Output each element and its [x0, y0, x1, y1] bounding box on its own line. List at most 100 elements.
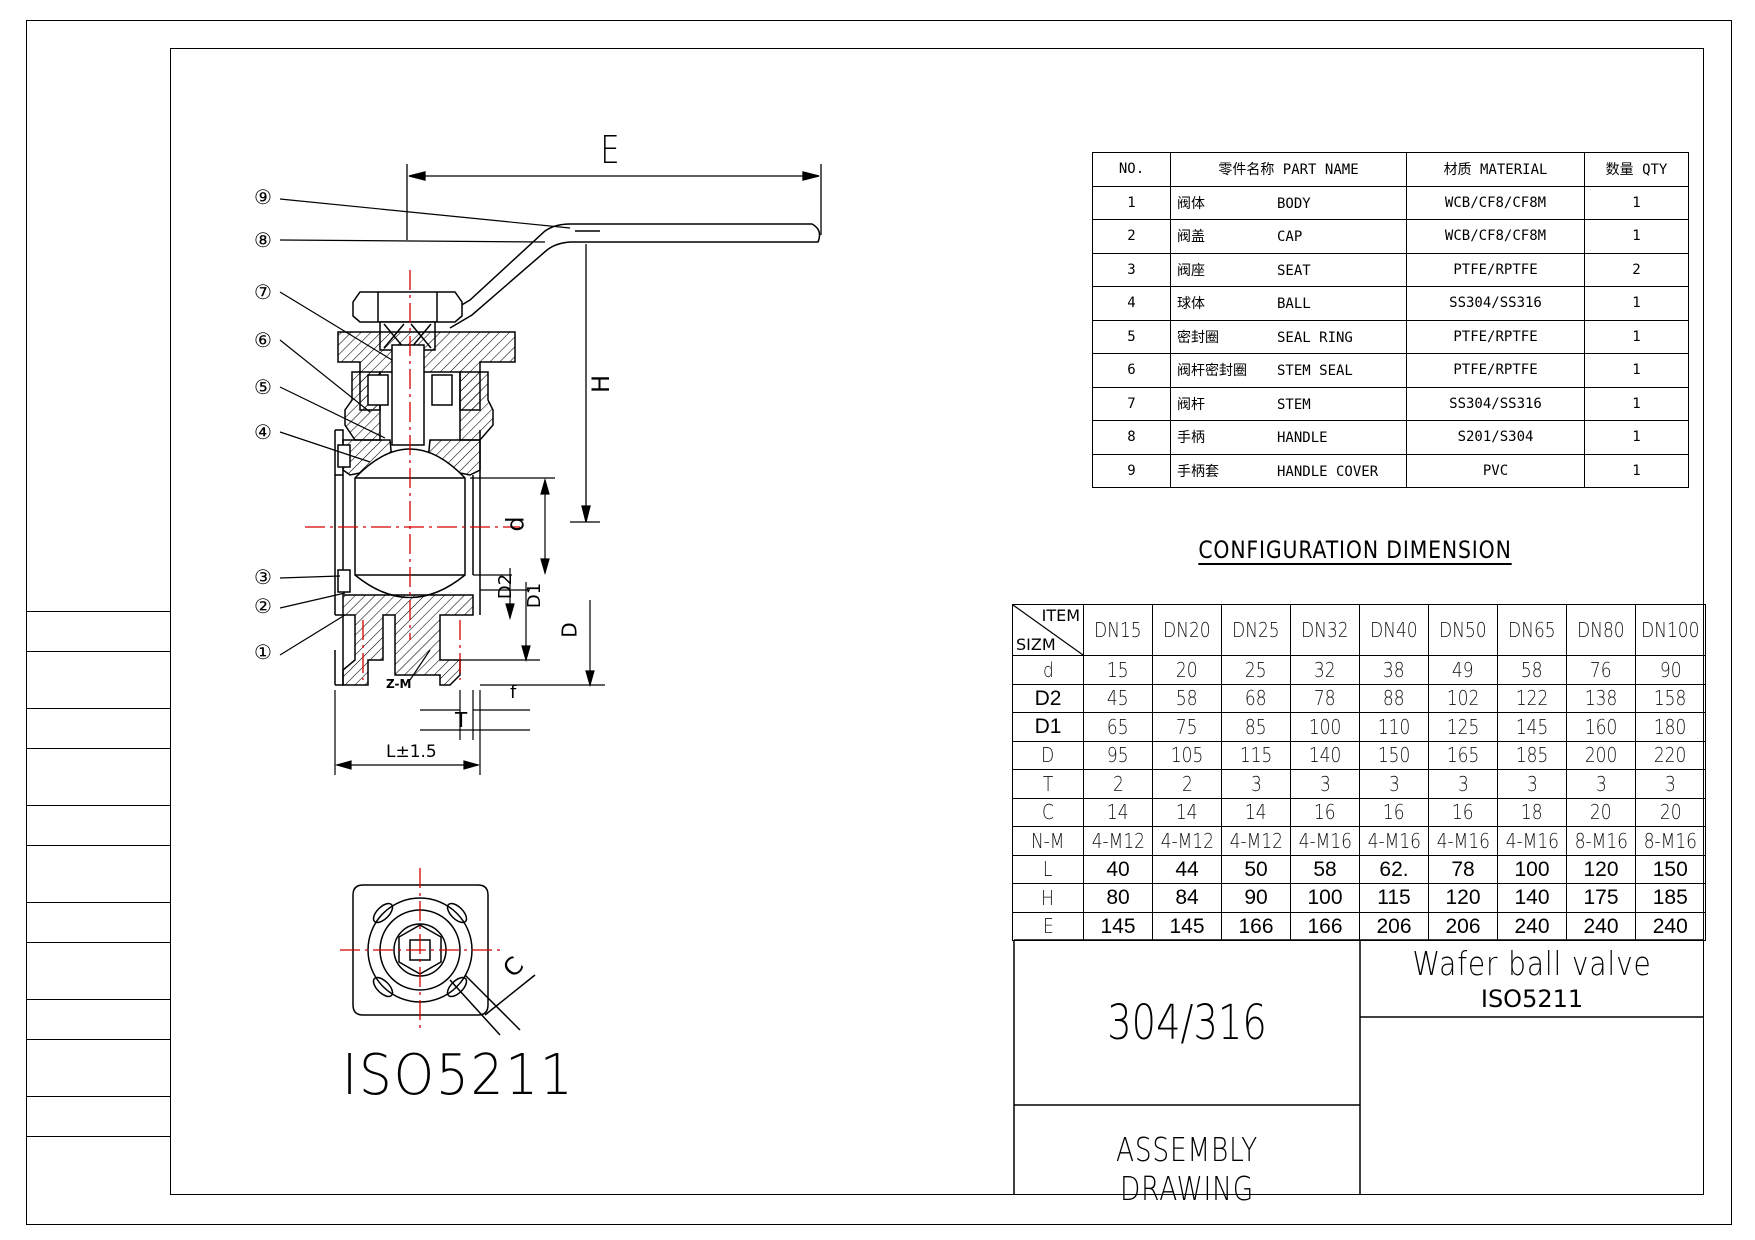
- dimension-value: 102: [1428, 683, 1498, 713]
- balloon-6: ⑥: [254, 328, 272, 352]
- dimension-value: 84: [1152, 883, 1222, 913]
- dimension-value-text: 185: [1515, 743, 1549, 768]
- header-no: NO.: [1092, 152, 1171, 187]
- label-f: f: [510, 682, 517, 703]
- dimension-value: 44: [1152, 854, 1222, 884]
- dimension-value-text: 15: [1107, 657, 1129, 682]
- dimension-value: 68: [1221, 683, 1291, 713]
- dimension-value-text: 16: [1314, 800, 1336, 825]
- part-material: PVC: [1406, 453, 1585, 488]
- part-name-en: HANDLE: [1277, 430, 1328, 447]
- dimension-value: 20: [1152, 655, 1222, 685]
- balloon-3: ③: [254, 565, 272, 589]
- header-part-name: 零件名称 PART NAME: [1170, 152, 1407, 187]
- dimension-value-text: 110: [1377, 714, 1411, 739]
- dimension-value: 3: [1428, 769, 1498, 799]
- dimension-value: 32: [1290, 655, 1360, 685]
- dimension-value-text: 20: [1176, 657, 1198, 682]
- part-name-zh: 阀盖: [1177, 229, 1205, 246]
- part-qty: 1: [1584, 286, 1689, 321]
- part-material: PTFE/RPTFE: [1406, 353, 1585, 388]
- dimension-value-text: 150: [1377, 743, 1411, 768]
- dimension-value: 78: [1428, 854, 1498, 884]
- dimension-label: D2: [1012, 683, 1084, 713]
- dimension-label: N-M: [1012, 826, 1084, 856]
- dimension-value: 140: [1497, 883, 1567, 913]
- dimension-label-text: H: [1041, 885, 1055, 910]
- dimension-value: 4-M16: [1290, 826, 1360, 856]
- dimension-value-text: 4-M12: [1091, 828, 1145, 853]
- dimension-value-text: 80: [1106, 886, 1130, 910]
- dimension-value: 90: [1635, 655, 1706, 685]
- dimension-value: 4-M16: [1428, 826, 1498, 856]
- balloon-4: ④: [254, 420, 272, 444]
- dimension-value-text: 58: [1313, 857, 1337, 881]
- dimension-value-text: 4-M16: [1298, 828, 1352, 853]
- dimension-value: 38: [1359, 655, 1429, 685]
- dimension-value: 85: [1221, 712, 1291, 742]
- dimension-label-text: D1: [1034, 715, 1062, 739]
- balloon-1: ①: [254, 640, 272, 664]
- dimension-value: 76: [1566, 655, 1636, 685]
- dimension-value: 88: [1359, 683, 1429, 713]
- dimension-value-text: 220: [1654, 743, 1687, 768]
- size-header-label: DN25: [1232, 618, 1280, 642]
- dimension-value: 20: [1635, 797, 1706, 827]
- part-no: 6: [1092, 353, 1171, 388]
- dimension-value-text: 85: [1245, 714, 1267, 739]
- handle: [439, 223, 821, 329]
- part-no: 9: [1092, 453, 1171, 488]
- label-zm: Z-M: [386, 677, 412, 691]
- size-header-label: DN80: [1577, 618, 1625, 642]
- dimension-value: 90: [1221, 883, 1291, 913]
- dimension-value: 3: [1290, 769, 1360, 799]
- dimension-value-text: 58: [1521, 657, 1543, 682]
- dimension-label: L: [1012, 854, 1084, 884]
- dimension-value: 185: [1497, 740, 1567, 770]
- dimension-value: 8-M16: [1635, 826, 1706, 856]
- dimension-value-text: 4-M12: [1160, 828, 1214, 853]
- dimension-value: 145: [1083, 911, 1153, 941]
- dimension-value: 122: [1497, 683, 1567, 713]
- dimension-value: 14: [1221, 797, 1291, 827]
- dimension-value: 125: [1428, 712, 1498, 742]
- dimension-value-text: 150: [1652, 857, 1688, 881]
- size-header-label: DN50: [1439, 618, 1487, 642]
- dimension-value: 16: [1359, 797, 1429, 827]
- dimension-value-text: 180: [1654, 714, 1687, 739]
- dimension-value: 16: [1290, 797, 1360, 827]
- dimension-label-text: T: [1042, 771, 1054, 796]
- label-l: L±1.5: [386, 742, 437, 762]
- material-grade: 304/316: [1107, 995, 1267, 1051]
- dimension-value: 45: [1083, 683, 1153, 713]
- part-name-en: HANDLE COVER: [1277, 463, 1379, 480]
- dimension-value-text: 206: [1445, 914, 1481, 938]
- dimension-value-text: 140: [1514, 886, 1550, 910]
- dimension-value: 3: [1566, 769, 1636, 799]
- dimension-value: 65: [1083, 712, 1153, 742]
- balloon-leaders: [279, 198, 571, 656]
- dimension-value: 145: [1497, 712, 1567, 742]
- size-header: DN50: [1428, 604, 1498, 656]
- dimension-value-text: 32: [1314, 657, 1336, 682]
- part-qty: 1: [1584, 353, 1689, 388]
- dimension-value: 145: [1152, 911, 1222, 941]
- dimension-value: 165: [1428, 740, 1498, 770]
- dimension-label: D: [1012, 740, 1084, 770]
- dimension-value: 120: [1566, 854, 1636, 884]
- part-no: 3: [1092, 252, 1171, 287]
- dimension-value: 150: [1359, 740, 1429, 770]
- part-name-zh: 密封圈: [1177, 329, 1219, 346]
- dimension-value: 115: [1221, 740, 1291, 770]
- size-header: DN20: [1152, 604, 1222, 656]
- dimension-value-text: 145: [1169, 914, 1205, 938]
- dimension-e: [406, 164, 822, 240]
- part-name-en: BALL: [1277, 296, 1311, 313]
